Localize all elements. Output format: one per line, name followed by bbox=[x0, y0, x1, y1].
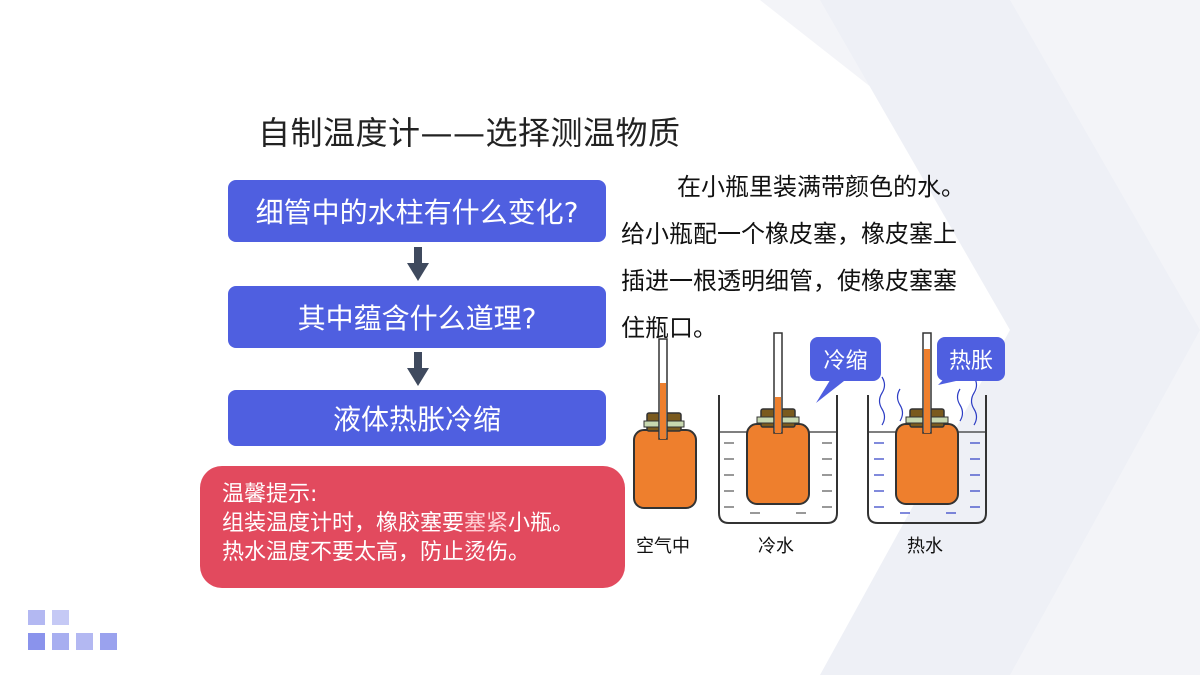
bottle-in-air bbox=[633, 338, 697, 509]
arrow-down-icon bbox=[407, 247, 429, 281]
tip-line-safety: 热水温度不要太高，防止烫伤。 bbox=[222, 540, 531, 565]
answer-box-thermal-expansion: 液体热胀冷缩 bbox=[228, 390, 606, 446]
callout-cold-contraction: 冷缩 bbox=[810, 337, 881, 381]
tip-line-assembly-prefix: 组装温度计时，橡胶塞要 bbox=[222, 511, 465, 536]
description-line: 在小瓶里装满带颜色的水。 bbox=[621, 164, 1013, 211]
description-line-2: 给小瓶配一个橡皮塞，橡皮塞上 bbox=[621, 220, 957, 248]
bottle-in-cold-water bbox=[718, 332, 838, 524]
description-line-4: 住瓶口。 bbox=[621, 314, 717, 342]
thermometer-diagram bbox=[633, 332, 987, 524]
caption-cold-water: 冷水 bbox=[758, 536, 794, 557]
tip-box: 温馨提示: 组装温度计时，橡胶塞要塞紧小瓶。 热水温度不要太高，防止烫伤。 bbox=[200, 466, 625, 588]
bubble-tail-cold bbox=[816, 377, 844, 403]
tip-highlight: 塞紧 bbox=[464, 511, 509, 536]
arrow-down-icon bbox=[407, 352, 429, 386]
slide-title: 自制温度计——选择测温物质 bbox=[258, 114, 681, 152]
caption-in-air: 空气中 bbox=[636, 536, 690, 557]
callout-hot-expansion: 热胀 bbox=[937, 337, 1005, 381]
tip-line-assembly-suffix: 小瓶。 bbox=[508, 511, 575, 536]
description-text: 在小瓶里装满带颜色的水。 给小瓶配一个橡皮塞，橡皮塞上 插进一根透明细管，使橡皮… bbox=[621, 164, 1013, 352]
tip-heading: 温馨提示: bbox=[222, 482, 318, 507]
decorative-squares bbox=[28, 610, 117, 650]
description-line-1: 在小瓶里装满带颜色的水。 bbox=[677, 173, 965, 201]
question-box-water-column: 细管中的水柱有什么变化? bbox=[228, 180, 606, 242]
caption-hot-water: 热水 bbox=[907, 536, 943, 557]
steam-icon bbox=[878, 376, 978, 426]
question-box-principle: 其中蕴含什么道理? bbox=[228, 286, 606, 348]
description-line-3: 插进一根透明细管，使橡皮塞塞 bbox=[621, 267, 957, 295]
bottle-in-hot-water bbox=[867, 332, 987, 524]
tip-line-assembly: 组装温度计时，橡胶塞要塞紧小瓶。 bbox=[222, 509, 625, 538]
